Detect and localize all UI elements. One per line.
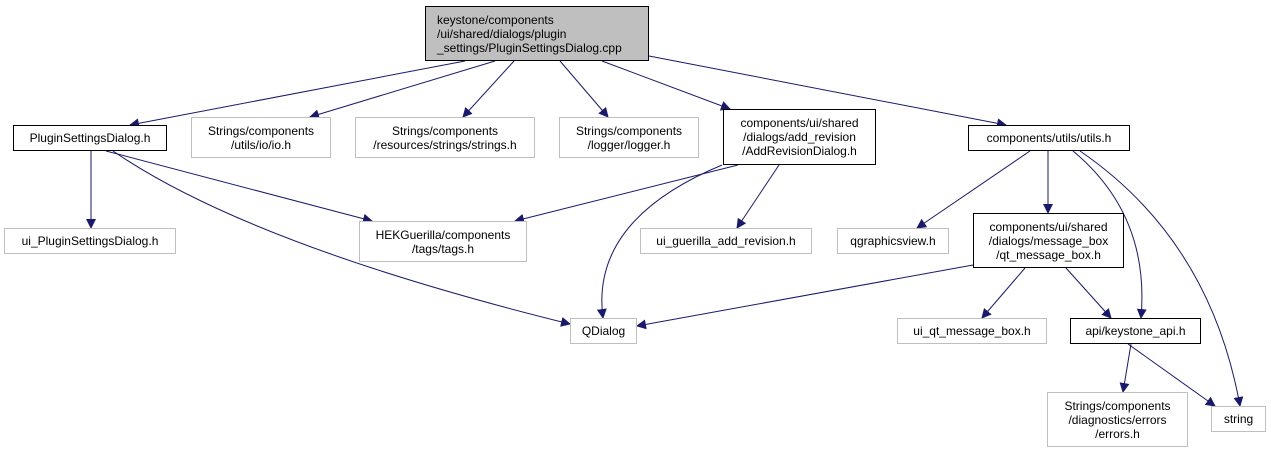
node-label-line: /utils/io/io.h — [230, 137, 292, 152]
edge-root-to-io-h — [309, 60, 496, 120]
node-errors-h: Strings/components/diagnostics/errors/er… — [1047, 392, 1188, 447]
node-keystone-api-h: api/keystone_api.h — [1070, 318, 1201, 344]
node-label-line: ui_PluginSettingsDialog.h — [21, 234, 159, 248]
node-label-line: /logger/logger.h — [587, 137, 671, 152]
node-io-h: Strings/components/utils/io/io.h — [191, 117, 331, 158]
node-ui-guerilla-h: ui_guerilla_add_revision.h — [640, 228, 812, 254]
node-label-line: Strings/components — [575, 123, 683, 138]
node-label-line: /resources/strings/strings.h — [373, 137, 517, 152]
node-label-line: Strings/components — [1064, 398, 1171, 413]
node-label-line: /ui/shared/dialogs/plugin — [437, 26, 567, 41]
node-root: keystone/components/ui/shared/dialogs/pl… — [425, 6, 649, 61]
node-ui-plugin-h: ui_PluginSettingsDialog.h — [4, 228, 176, 254]
node-label-line: _settings/PluginSettingsDialog.cpp — [437, 40, 622, 55]
edge-addrev-h-to-tags-h — [514, 164, 739, 224]
edge-keystone-api-h-to-string — [1127, 343, 1216, 407]
node-label-line: string — [1223, 412, 1254, 426]
edge-utils-h-to-qgraphicsview — [916, 150, 1031, 229]
node-label-line: components/ui/shared — [989, 219, 1108, 234]
node-label-line: /qt_message_box.h — [996, 247, 1101, 262]
node-label-line: /dialogs/add_revision — [743, 130, 856, 144]
node-label-line: /AddRevisionDialog.h — [742, 144, 857, 158]
edge-root-to-utils-h — [648, 55, 1007, 129]
edge-keystone-api-h-to-errors-h — [1119, 343, 1132, 393]
node-label-line: api/keystone_api.h — [1085, 324, 1186, 338]
node-label-line: QDialog — [581, 324, 626, 338]
node-strings-h: Strings/components/resources/strings/str… — [355, 117, 535, 158]
node-qgraphicsview: qgraphicsview.h — [837, 228, 949, 254]
edge-utils-h-to-string — [1079, 150, 1244, 407]
node-label-line: ui_guerilla_add_revision.h — [656, 234, 796, 248]
node-tags-h: HEKGuerilla/components/tags/tags.h — [359, 221, 527, 262]
edge-plugin-h-to-tags-h — [105, 150, 373, 224]
edge-root-to-logger-h — [559, 60, 609, 118]
node-label-line: qgraphicsview.h — [850, 234, 936, 248]
edge-msgbox-h-to-keystone-api-h — [1065, 267, 1112, 319]
node-qdialog: QDialog — [570, 318, 637, 344]
edge-root-to-strings-h — [462, 60, 515, 118]
node-label-line: /tags/tags.h — [411, 241, 475, 256]
node-ui-qt-msgbox-h: ui_qt_message_box.h — [897, 318, 1047, 344]
node-label-line: PluginSettingsDialog.h — [29, 131, 151, 145]
node-label-line: Strings/components — [207, 123, 315, 138]
edge-addrev-h-to-ui-guerilla-h — [736, 164, 780, 229]
node-logger-h: Strings/components/logger/logger.h — [559, 117, 699, 158]
node-label-line: Strings/components — [391, 123, 499, 138]
node-string: string — [1211, 406, 1266, 432]
edge-root-to-addrev-h — [601, 60, 731, 111]
node-label-line: /dialogs/message_box — [988, 233, 1109, 248]
node-label-line: components/utils/utils.h — [986, 131, 1112, 145]
node-plugin-h: PluginSettingsDialog.h — [13, 125, 167, 151]
node-utils-h: components/utils/utils.h — [968, 125, 1130, 151]
node-label-line: keystone/components — [437, 12, 554, 27]
node-addrev-h: components/ui/shared/dialogs/add_revisio… — [723, 109, 876, 165]
node-label-line: components/ui/shared — [740, 116, 859, 130]
node-label-line: ui_qt_message_box.h — [913, 324, 1031, 338]
node-label-line: /diagnostics/errors — [1068, 412, 1167, 427]
edge-addrev-h-to-qdialog — [596, 164, 723, 319]
node-label-line: HEKGuerilla/components — [375, 227, 511, 242]
node-msgbox-h: components/ui/shared/dialogs/message_box… — [973, 213, 1124, 268]
edge-utils-h-to-keystone-api-h — [1072, 150, 1147, 319]
node-label-line: /errors.h — [1095, 426, 1140, 441]
edge-msgbox-h-to-qdialog — [636, 264, 974, 330]
edge-msgbox-h-to-ui-qt-msgbox-h — [981, 267, 1026, 319]
edge-plugin-h-to-qdialog — [112, 150, 571, 327]
edge-root-to-plugin-h — [129, 60, 466, 129]
